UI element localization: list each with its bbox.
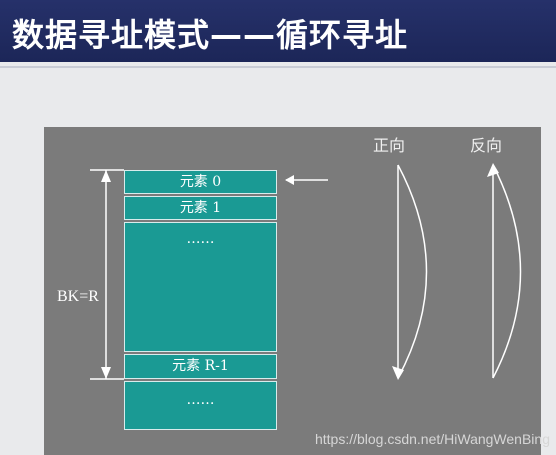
cell-label: …… bbox=[186, 392, 215, 408]
cell-element-0: 元素 0 bbox=[124, 170, 277, 194]
forward-arrowhead bbox=[392, 366, 404, 380]
cell-element-1: 元素 1 bbox=[124, 196, 277, 220]
bk-length-label: BK=R bbox=[57, 288, 99, 305]
title-divider bbox=[0, 66, 556, 68]
cell-element-r-minus-1: 元素 R-1 bbox=[124, 354, 277, 379]
cell-label: 元素 0 bbox=[179, 174, 222, 190]
forward-curved-arrow bbox=[397, 164, 428, 379]
cell-label: 元素 R-1 bbox=[172, 358, 229, 374]
cell-ellipsis-bottom: …… bbox=[124, 381, 277, 430]
reverse-direction-label: 反向 bbox=[470, 136, 503, 155]
reverse-curved-arrow bbox=[492, 164, 522, 379]
cell-label: …… bbox=[186, 231, 215, 247]
cell-ellipsis-middle: …… bbox=[124, 222, 277, 352]
watermark: https://blog.csdn.net/HiWangWenBing bbox=[314, 431, 550, 447]
bk-down-arrowhead bbox=[101, 367, 111, 379]
title-bar: 数据寻址模式——循环寻址 bbox=[0, 0, 556, 62]
bk-up-arrowhead bbox=[101, 170, 111, 182]
page-title: 数据寻址模式——循环寻址 bbox=[12, 16, 409, 54]
reverse-arrowhead bbox=[487, 163, 499, 177]
forward-direction-label: 正向 bbox=[373, 136, 406, 155]
cell-label: 元素 1 bbox=[179, 200, 222, 216]
